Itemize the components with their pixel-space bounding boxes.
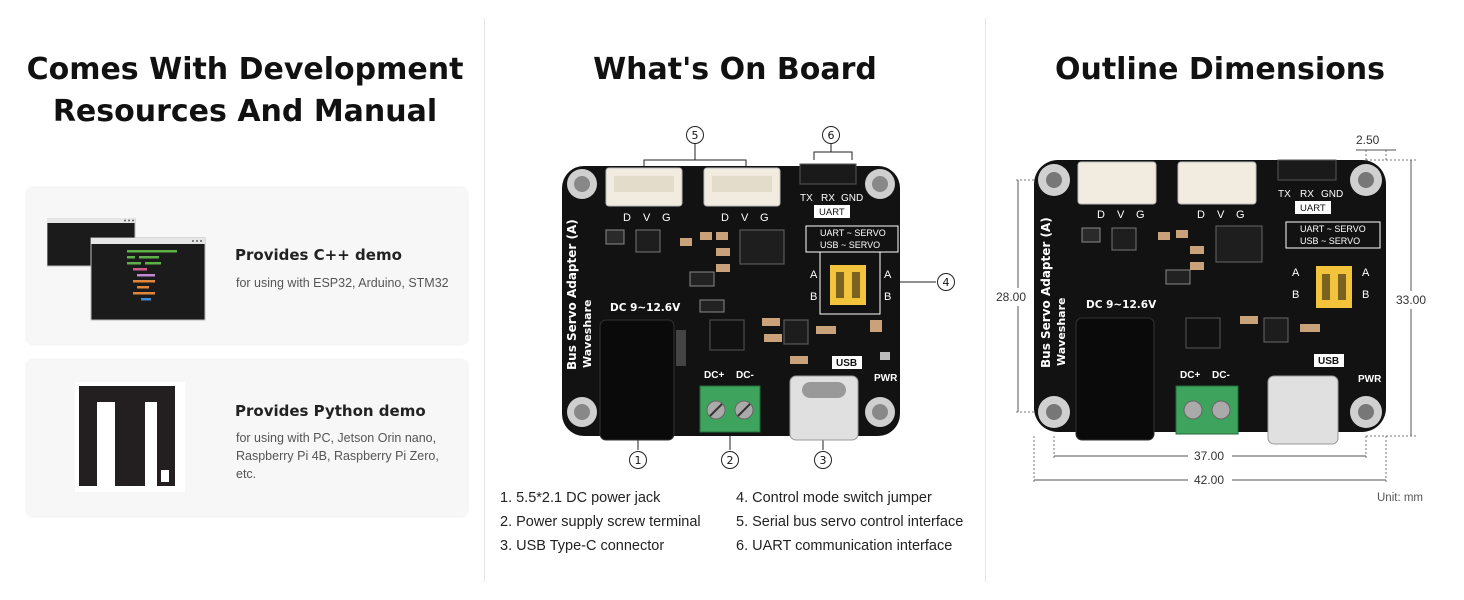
outline-mounting-holes — [1038, 164, 1382, 428]
outline-uart-pin-gnd: GND — [1321, 189, 1343, 200]
legend-right: 4. Control mode switch jumper 5. Serial … — [736, 486, 963, 558]
callout-6: 6 — [828, 129, 835, 142]
left-title-line1: Comes With Development — [26, 52, 464, 87]
python-demo-card: Provides Python demo for using with PC, … — [27, 360, 467, 516]
cpp-demo-card: Provides C++ demo for using with ESP32, … — [27, 188, 467, 344]
board-photo: D V G D V G TX RX GND UART UART ~ SERVO … — [562, 126, 955, 469]
outline-conn1-pin-v: V — [1117, 209, 1125, 221]
dimension-drawing: D V G D V G TX RX GND UART UART ~ SERVO … — [994, 133, 1434, 488]
mounting-holes — [567, 169, 895, 427]
dim-right-height: 33.00 — [1396, 293, 1426, 307]
outline-conn1-pin-d: D — [1097, 209, 1105, 221]
unit-label: Unit: mm — [1377, 492, 1423, 504]
right-column-title: Outline Dimensions — [1054, 52, 1386, 87]
outline-pwr-label: PWR — [1358, 374, 1382, 385]
outline-conn2-pin-v: V — [1217, 209, 1225, 221]
dc-power-jack — [599, 319, 675, 441]
outline-jumper-a-right: A — [1362, 267, 1370, 279]
python-demo-title: Provides Python demo — [235, 402, 426, 420]
pwr-label: PWR — [874, 373, 898, 384]
cpp-demo-desc: for using with ESP32, Arduino, STM32 — [236, 276, 449, 290]
legend-item-2: 2. Power supply screw terminal — [500, 514, 701, 530]
cpp-demo-title: Provides C++ demo — [235, 246, 402, 264]
callout-2: 2 — [727, 454, 734, 467]
outline-mode-a: UART ~ SERVO — [1300, 224, 1366, 234]
mode-a-label: UART ~ SERVO — [820, 228, 886, 238]
outline-jumper-b-right: B — [1362, 289, 1369, 301]
outline-conn1-pin-g: G — [1136, 209, 1145, 221]
legend-item-5: 5. Serial bus servo control interface — [736, 514, 964, 530]
callout-1: 1 — [635, 454, 642, 467]
usb-label: USB — [836, 358, 857, 369]
legend-left: 1. 5.5*2.1 DC power jack 2. Power supply… — [500, 486, 701, 558]
smd-components — [605, 229, 890, 364]
outline-smd-components — [1081, 225, 1320, 349]
legend-item-1: 1. 5.5*2.1 DC power jack — [500, 490, 661, 506]
uart-pin-gnd: GND — [841, 193, 863, 204]
legend-item-4: 4. Control mode switch jumper — [736, 490, 932, 506]
dc-minus-label: DC- — [736, 370, 754, 381]
conn1-pin-v: V — [643, 212, 651, 224]
jumper-a-left: A — [810, 269, 818, 281]
dim-left-height: 28.00 — [996, 290, 1026, 304]
callout-5: 5 — [692, 129, 699, 142]
middle-column-title: What's On Board — [593, 52, 877, 87]
python-demo-desc: for using with PC, Jetson Orin nano, Ras… — [236, 431, 439, 481]
conn1-pin-d: D — [623, 212, 631, 224]
outline-uart-label: UART — [1300, 203, 1326, 214]
outline-board-name: Bus Servo Adapter (A) — [1039, 217, 1053, 368]
mode-jumper — [819, 251, 881, 315]
outline-conn2-pin-g: G — [1236, 209, 1245, 221]
outline-jumper-a-left: A — [1292, 267, 1300, 279]
board-name: Bus Servo Adapter (A) — [565, 219, 579, 370]
left-column-title: Comes With Development Resources And Man… — [20, 49, 470, 133]
mode-b-label: USB ~ SERVO — [820, 240, 880, 250]
dim-outer-width: 42.00 — [1194, 473, 1224, 487]
column-divider-left — [484, 18, 485, 582]
legend-item-6: 6. UART communication interface — [736, 538, 953, 554]
uart-pin-tx: TX — [800, 193, 813, 204]
board-brand: Waveshare — [581, 300, 594, 368]
uart-header — [799, 163, 857, 185]
code-window-icon — [47, 218, 206, 321]
dim-inner-width: 37.00 — [1194, 449, 1224, 463]
conn2-pin-d: D — [721, 212, 729, 224]
dim-top-offset: 2.50 — [1356, 133, 1380, 147]
jumper-b-left: B — [810, 291, 817, 303]
column-divider-right — [985, 18, 986, 582]
left-title-line2: Resources And Manual — [52, 94, 438, 129]
dc-plus-label: DC+ — [704, 370, 724, 381]
outline-dc-plus: DC+ — [1180, 370, 1200, 381]
conn2-pin-g: G — [760, 212, 769, 224]
uart-pin-rx: RX — [821, 193, 835, 204]
outline-jumper-b-left: B — [1292, 289, 1299, 301]
servo-connectors — [605, 167, 781, 207]
callout-4: 4 — [943, 276, 950, 289]
callout-3: 3 — [820, 454, 827, 467]
legend-item-3: 3. USB Type-C connector — [500, 538, 665, 554]
outline-usb-label: USB — [1318, 356, 1339, 367]
outline-dc-minus: DC- — [1212, 370, 1230, 381]
micropython-logo-icon — [75, 382, 185, 492]
jumper-b-right: B — [884, 291, 891, 303]
conn2-pin-v: V — [741, 212, 749, 224]
outline-uart-pin-tx: TX — [1278, 189, 1291, 200]
outline-uart-pin-rx: RX — [1300, 189, 1314, 200]
uart-label: UART — [819, 207, 845, 218]
outline-conn2-pin-d: D — [1197, 209, 1205, 221]
conn1-pin-g: G — [662, 212, 671, 224]
outline-power-label: DC 9~12.6V — [1086, 299, 1157, 311]
outline-board-brand: Waveshare — [1055, 298, 1068, 366]
jumper-a-right: A — [884, 269, 892, 281]
power-input-label: DC 9~12.6V — [610, 302, 681, 314]
outline-mode-b: USB ~ SERVO — [1300, 236, 1360, 246]
